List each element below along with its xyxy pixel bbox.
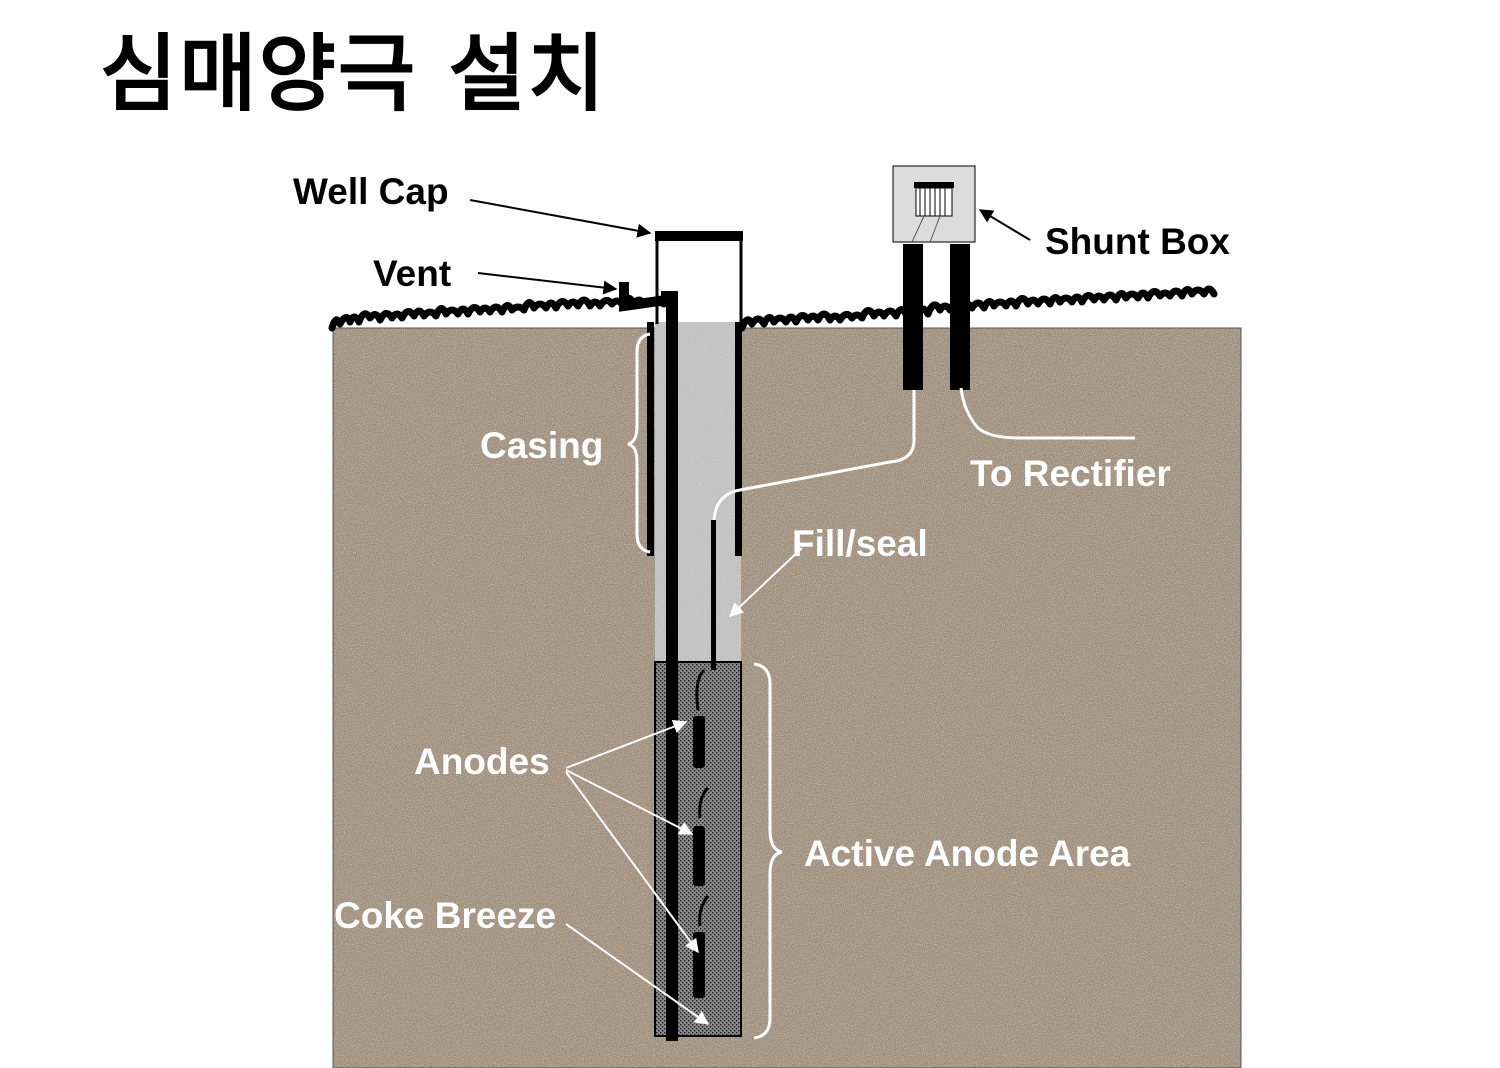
active-area-brace: [753, 662, 783, 1040]
anode-lead-cable: [712, 388, 916, 521]
anode-2: [693, 826, 705, 886]
anodes-arrow-3: [565, 771, 699, 954]
casing-right-wall: [735, 322, 742, 556]
anodes-arrow-2: [565, 769, 694, 835]
casing-label: Casing: [480, 425, 603, 466]
well-cap-label: Well Cap: [293, 171, 449, 212]
fill-seal-arrow: [728, 547, 803, 617]
anodes-label: Anodes: [414, 741, 550, 782]
anode-3: [693, 932, 705, 998]
shunt-box-label: Shunt Box: [1045, 221, 1230, 262]
active-anode-area-label: Active Anode Area: [804, 833, 1131, 874]
soil-ground: [332, 327, 1242, 1068]
well-cap-arrow: [469, 199, 652, 238]
anode-string: [693, 668, 710, 998]
vent-label: Vent: [373, 253, 451, 294]
shunt-box: [892, 165, 976, 243]
rectifier-cable: [959, 387, 1135, 440]
page-title: 심매양극 설치: [100, 25, 607, 123]
casing-left-wall: [647, 322, 654, 556]
fill-seal-label: Fill/seal: [792, 523, 928, 564]
shunt-box-arrow: [978, 209, 1031, 241]
conduit-left: [903, 244, 923, 390]
conduit-right: [950, 244, 970, 390]
anode-1: [693, 716, 705, 768]
casing-brace: [627, 332, 651, 554]
header-cable: [711, 520, 716, 670]
coke-breeze-arrow: [565, 923, 710, 1025]
vent-pipe: [619, 282, 678, 1041]
coke-breeze-label: Coke Breeze: [334, 895, 556, 936]
anodes-arrow-1: [565, 719, 688, 769]
ground-surface: [328, 285, 1218, 332]
to-rectifier-label: To Rectifier: [970, 453, 1171, 494]
vent-arrow: [477, 272, 618, 295]
well-cap: [655, 231, 743, 324]
